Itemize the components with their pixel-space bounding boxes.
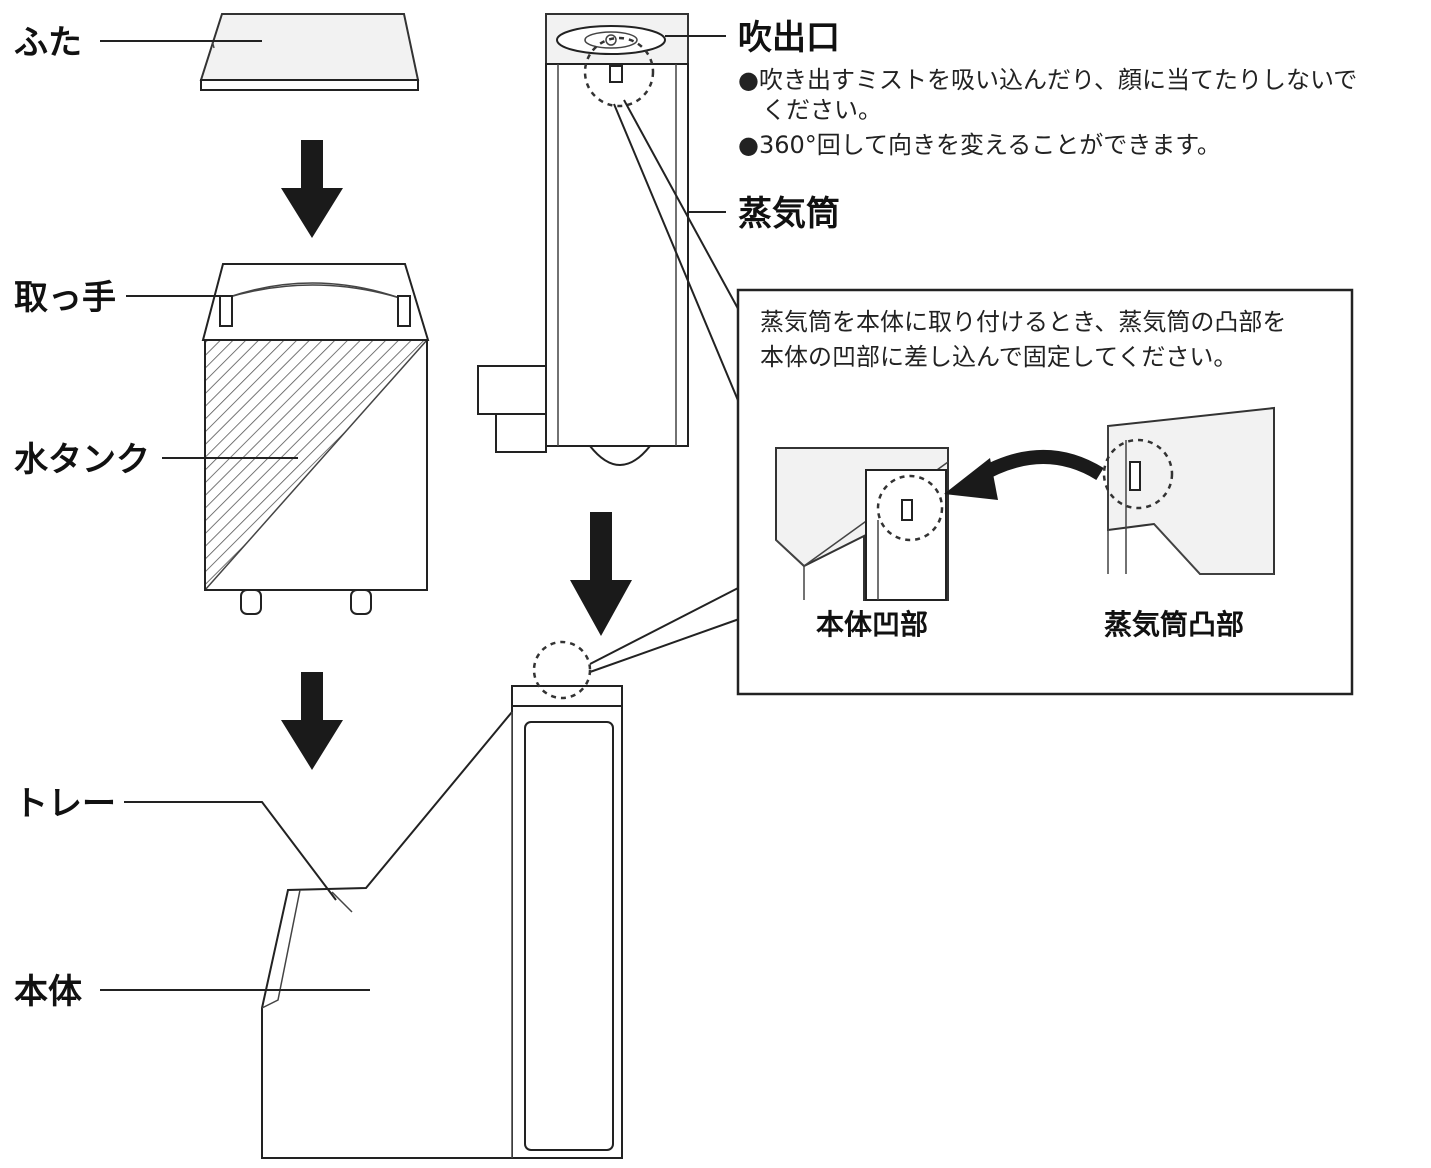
steam-tube-label: 蒸気筒	[738, 194, 840, 234]
down-arrow-icon	[281, 672, 343, 770]
callout-line-lower	[623, 99, 743, 317]
water-tank-illustration	[201, 263, 430, 615]
outlet-detail-circle	[583, 36, 655, 108]
protrusion-detail-circle	[1102, 438, 1174, 510]
tray-label: トレー	[14, 784, 116, 824]
body-recess-circle	[532, 640, 592, 700]
tray-leader-line	[124, 801, 337, 901]
outlet-note-2: ●360°回して向きを変えることができます。	[738, 131, 1221, 159]
steam-tube-illustration	[477, 13, 689, 466]
body-recess-label: 本体凹部	[816, 608, 928, 641]
handle-label: 取っ手	[14, 278, 116, 318]
outlet-label: 吹出口	[738, 18, 840, 58]
curved-arrow-icon	[944, 450, 1104, 500]
callout-line-body-lower	[589, 617, 743, 673]
lid-label: ふた	[14, 23, 82, 63]
recess-detail-circle	[876, 474, 944, 542]
main-body-label: 本体	[14, 972, 82, 1012]
callout-line-upper	[613, 103, 743, 411]
detail-instruction-line-2: 本体の凹部に差し込んで固定してください。	[760, 343, 1237, 371]
body-recess-detail	[775, 447, 949, 601]
main-body-illustration	[261, 685, 623, 1159]
tube-protrusion-detail	[1107, 406, 1275, 575]
water-tank-label: 水タンク	[14, 440, 150, 480]
down-arrow-icon	[570, 512, 632, 636]
detail-instruction-line-1: 蒸気筒を本体に取り付けるとき、蒸気筒の凸部を	[760, 308, 1286, 336]
tube-protrusion-label: 蒸気筒凸部	[1104, 608, 1244, 641]
outlet-note-1-line-2: ください。	[762, 96, 882, 124]
outlet-note-1-line-1: ●吹き出すミストを吸い込んだり、顔に当てたりしないで	[738, 66, 1357, 94]
down-arrow-icon	[281, 140, 343, 238]
lid-illustration	[199, 13, 420, 91]
callout-line-body-upper	[589, 585, 743, 665]
